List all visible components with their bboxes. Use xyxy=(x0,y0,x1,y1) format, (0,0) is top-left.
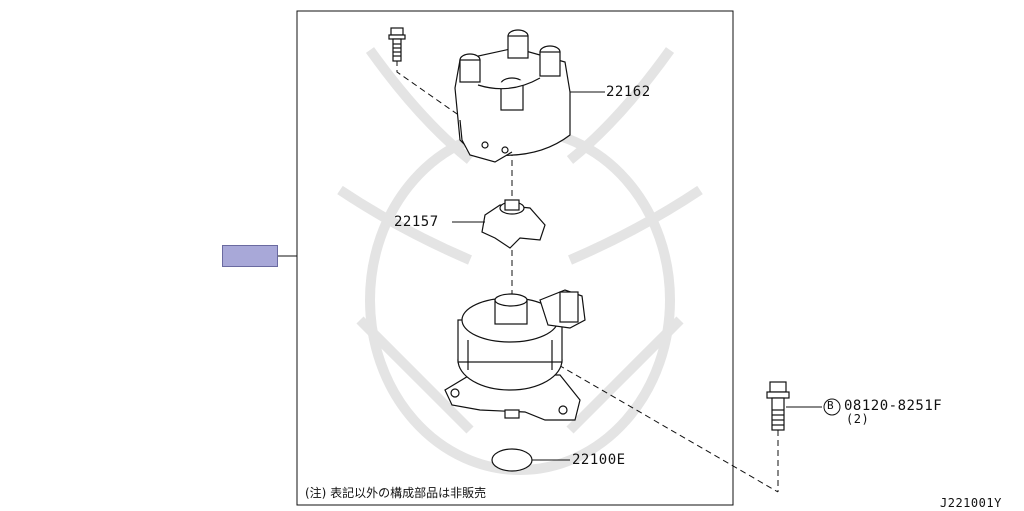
rotor-drawing xyxy=(481,199,546,249)
bolt-quantity: (2) xyxy=(846,412,870,426)
part-hotspot[interactable] xyxy=(222,245,278,267)
cap-bolt-drawing xyxy=(388,27,406,62)
bolt-marker-circle xyxy=(823,398,841,416)
distributor-cap-drawing xyxy=(454,29,571,163)
watermark-emblem xyxy=(337,47,703,475)
part-number-22162[interactable]: 22162 xyxy=(606,84,651,100)
seal-ring-drawing xyxy=(491,448,533,472)
distributor-body-drawing xyxy=(444,289,586,421)
part-number-08120-8251f[interactable]: 08120-8251F xyxy=(844,398,943,414)
drawing-code: J221001Y xyxy=(940,496,1002,510)
diagram-frame xyxy=(296,10,734,506)
bolt-marker-letter: B xyxy=(827,399,835,412)
part-number-22100e[interactable]: 22100E xyxy=(572,452,626,468)
mount-bolt-drawing xyxy=(766,381,790,431)
footnote: (注) 表記以外の構成部品は非販売 xyxy=(305,486,487,500)
part-number-22157[interactable]: 22157 xyxy=(394,214,439,230)
assembly-lines xyxy=(396,60,779,493)
